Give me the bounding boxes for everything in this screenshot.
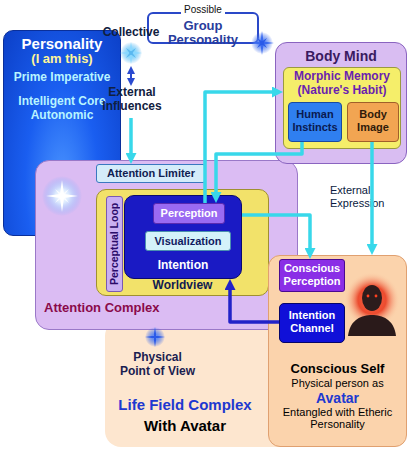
group-bracket: PossibleGroup Personality xyxy=(147,12,259,44)
worldview-box: WorldviewPerceptual LoopIntentionPercept… xyxy=(96,189,269,296)
node-text: Visualization xyxy=(146,235,230,248)
loop-band: Perceptual Loop xyxy=(106,196,123,292)
text-block: Physical Point of View xyxy=(118,351,197,379)
perception-box: Perception xyxy=(153,203,225,224)
text-block: Human Instincts xyxy=(289,108,341,133)
node-text: Morphic Memory (Nature's Habit) xyxy=(284,70,400,98)
star-spikes xyxy=(120,42,142,64)
node-text: Group Personality xyxy=(149,19,257,49)
body-image-box: Body Image xyxy=(347,102,399,142)
node-text: Personality xyxy=(6,35,118,52)
node-text: Intention xyxy=(125,259,241,273)
visualization-box: Visualization xyxy=(145,231,231,251)
glow-star xyxy=(120,42,142,64)
perception-channel-box: Conscious Perception xyxy=(279,259,345,292)
connector xyxy=(130,70,132,82)
edge-label: External Expression xyxy=(330,184,402,209)
node-text: Body Mind xyxy=(276,48,406,64)
node-text: Prime Imperative xyxy=(6,71,118,85)
memory-box: Morphic Memory (Nature's Habit) Human Ins… xyxy=(283,67,401,149)
star-spikes xyxy=(126,48,136,58)
conscious-self-box: Conscious SelfPhysical person asAvatarEn… xyxy=(268,255,407,447)
text-block: Conscious Perception xyxy=(280,262,344,287)
influence-text: External Influences xyxy=(98,86,166,118)
limiter-box: Attention Limiter xyxy=(96,164,206,183)
text-block: Body Image xyxy=(348,108,398,133)
collective-star: Collective xyxy=(100,26,162,66)
text-block: PossibleGroup Personality xyxy=(149,4,257,48)
node-text: (I am this) xyxy=(6,52,118,67)
node-text: Perception xyxy=(154,207,224,220)
text-block: Intention Channel xyxy=(280,309,344,334)
diagram-label: Life Field Complex xyxy=(105,396,265,413)
node-text: Physical Point of View xyxy=(118,351,197,379)
body-mind-box: Body MindMorphic Memory (Nature's Habit)… xyxy=(275,42,407,164)
text-block: Intention xyxy=(125,259,241,273)
text-block: Attention Limiter xyxy=(97,167,205,180)
text-block: Attention Complex xyxy=(44,301,224,316)
text-block: Perception xyxy=(154,207,224,220)
node-text: Conscious Perception xyxy=(280,262,344,287)
text-block: External Influences xyxy=(98,86,166,114)
node-text: Attention Limiter xyxy=(97,167,205,180)
intention-box: Intention PerceptionVisualization xyxy=(124,195,242,279)
star-glow xyxy=(120,42,142,64)
node-text: Avatar xyxy=(269,390,406,406)
text-block: Collective xyxy=(100,26,162,40)
connector xyxy=(129,118,133,159)
node-text: Perceptual Loop xyxy=(107,197,122,291)
attention-box: Attention Complex Attention LimiterWorldv… xyxy=(35,160,298,330)
node-text: Intelligent Core Autonomic xyxy=(6,95,118,123)
text-block: Personality(I am this) Prime ImperativeIn… xyxy=(6,35,118,123)
node-text: Physical person as xyxy=(269,377,406,390)
node-text: Entangled with Etheric Personality xyxy=(269,406,406,431)
node-text: External Influences xyxy=(98,86,166,114)
instinct-box: Human Instincts xyxy=(288,102,342,142)
node-text: Human Instincts xyxy=(289,108,341,133)
text-block: Perceptual Loop xyxy=(107,197,122,291)
node-text: Conscious Self xyxy=(269,362,406,377)
text-block: Visualization xyxy=(146,235,230,248)
node-text: Collective xyxy=(100,26,162,40)
node-text: Possible xyxy=(181,4,225,16)
node-text: Attention Complex xyxy=(44,301,224,316)
intention-channel-box: Intention Channel xyxy=(279,303,345,343)
node-text: Intention Channel xyxy=(280,309,344,334)
text-block: Body Mind xyxy=(276,48,406,64)
text-block: Conscious SelfPhysical person asAvatarEn… xyxy=(269,362,406,431)
diagram-label: With Avatar xyxy=(105,417,265,434)
text-block: Morphic Memory (Nature's Habit) xyxy=(284,70,400,98)
node-text: Body Image xyxy=(348,108,398,133)
